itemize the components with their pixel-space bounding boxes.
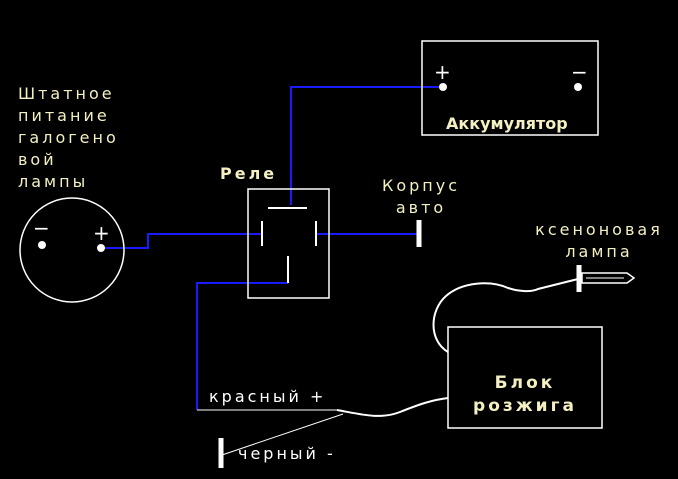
battery — [421, 40, 599, 136]
halogen-label-line: Штатное — [18, 84, 115, 103]
wire-relay-to-red — [196, 282, 288, 410]
xenon-lamp-label: ксеноновая лампа — [524, 219, 674, 263]
xenon-label-line: ксеноновая — [535, 220, 663, 239]
battery-plus-symbol: + — [434, 60, 451, 84]
lamp-plus-terminal — [97, 244, 105, 252]
black-wire-label: черный - — [238, 444, 336, 463]
halogen-label-line: питание — [18, 106, 110, 125]
battery-body — [421, 40, 599, 136]
battery-minus-terminal — [574, 83, 582, 91]
lamp-minus-symbol: − — [33, 216, 50, 240]
halogen-power-label: Штатное питание галогено вой лампы — [18, 83, 119, 193]
ground-label-line: авто — [395, 198, 447, 217]
xenon-lamp — [576, 265, 636, 292]
red-wire-label: красный + — [209, 387, 327, 406]
relay-body — [247, 188, 330, 299]
wire-relay-to-battery-plus — [290, 86, 443, 205]
relay — [247, 188, 330, 299]
white-wires — [197, 278, 579, 456]
blue-wires — [101, 86, 443, 410]
halogen-label-line: лампы — [18, 172, 89, 191]
ground-label-line: Корпус — [381, 176, 461, 195]
red-wire-to-block — [336, 397, 449, 417]
xenon-label-line: лампа — [565, 242, 633, 261]
ignition-block-body — [447, 326, 603, 429]
lamp-minus-terminal — [38, 241, 46, 249]
ignition-label-line: Блок — [494, 373, 556, 393]
wire-lamp-plus-to-relay — [101, 233, 262, 249]
ground-label: Корпус авто — [377, 175, 465, 219]
battery-label: Аккумулятор — [446, 114, 568, 133]
ignition-label-line: розжига — [473, 396, 577, 416]
xenon-lamp-bulb — [581, 272, 636, 284]
black-wire-to-block — [221, 413, 344, 456]
battery-minus-symbol: − — [571, 60, 588, 84]
battery-plus-terminal — [439, 83, 447, 91]
lamp-plus-symbol: + — [93, 221, 110, 245]
relay-label: Реле — [220, 164, 278, 183]
ignition-block-label: Блок розжига — [448, 372, 602, 418]
wire-block-to-xenon — [432, 278, 579, 353]
halogen-label-line: вой — [18, 150, 57, 169]
halogen-power-connector — [19, 197, 125, 303]
halogen-label-line: галогено — [18, 128, 119, 147]
